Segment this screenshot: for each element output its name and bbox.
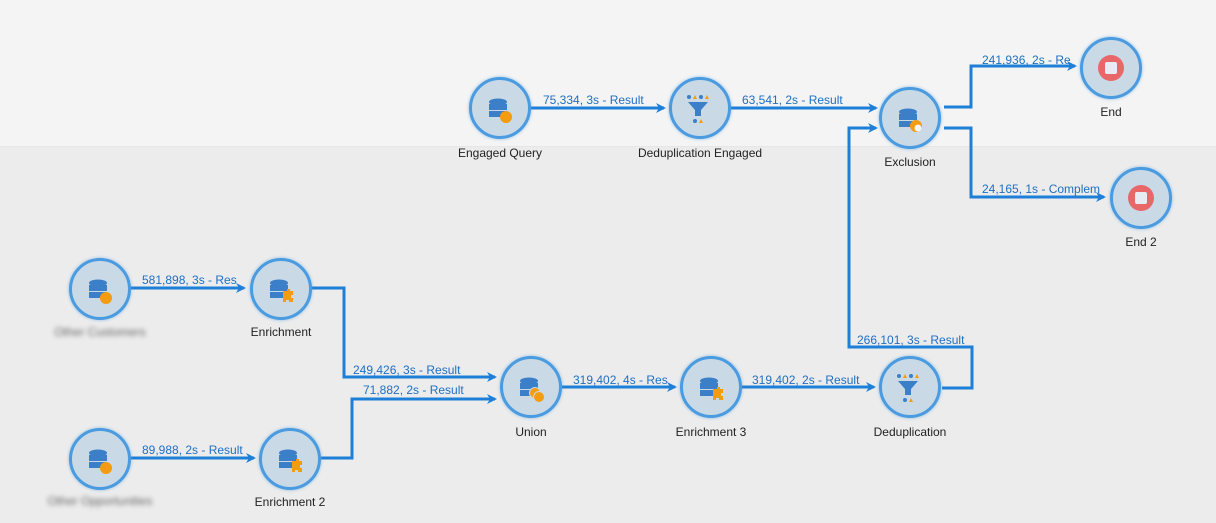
activity-label: End 2	[1125, 235, 1157, 249]
edge-label: 89,988, 2s - Result	[142, 443, 243, 457]
query-icon	[489, 98, 512, 123]
activity-end[interactable]	[1080, 37, 1142, 99]
enrichment-icon	[279, 449, 302, 472]
edge-label: 249,426, 3s - Result	[353, 363, 461, 377]
edge-label: 241,936, 2s - Re	[982, 53, 1071, 67]
edge-exclusion-to-end[interactable]	[944, 61, 1077, 109]
edge-label: 581,898, 3s - Res	[142, 273, 237, 287]
activity-label: Enrichment	[250, 325, 312, 339]
stop-icon	[1128, 185, 1154, 211]
edge-label: 63,541, 2s - Result	[742, 93, 843, 107]
activity-label: Union	[515, 425, 547, 439]
edge-enrichment2-to-union[interactable]	[321, 394, 497, 460]
workflow-canvas	[0, 147, 1216, 523]
query-icon	[89, 449, 112, 474]
edge-label: 24,165, 1s - Complem	[982, 182, 1101, 196]
activity-enrichment-2[interactable]	[259, 428, 321, 490]
enrichment-icon	[700, 377, 723, 400]
deduplication-icon	[687, 95, 709, 123]
activity-query-customers[interactable]	[69, 258, 131, 320]
edge-label: 75,334, 3s - Result	[543, 93, 644, 107]
activity-label: End	[1100, 105, 1122, 119]
activity-label: Enrichment 3	[675, 425, 747, 439]
activity-label: Other Customers	[54, 325, 146, 339]
activity-engaged-query[interactable]	[469, 77, 531, 139]
activity-deduplication[interactable]	[879, 356, 941, 418]
activity-query-opportunities[interactable]	[69, 428, 131, 490]
edge-label: 319,402, 2s - Result	[752, 373, 860, 387]
activity-deduplication-engaged[interactable]	[669, 77, 731, 139]
query-icon	[89, 279, 112, 304]
deduplication-icon	[897, 374, 919, 402]
activity-label: Exclusion	[884, 155, 936, 169]
stop-icon	[1098, 55, 1124, 81]
edge-dedup-to-exclusion[interactable]	[847, 123, 974, 390]
edge-label: 71,882, 2s - Result	[363, 383, 464, 397]
activity-exclusion[interactable]	[879, 87, 941, 149]
activity-label: Enrichment 2	[254, 495, 326, 509]
activity-label: Deduplication	[873, 425, 947, 439]
exclusion-icon	[899, 108, 922, 132]
activity-enrichment[interactable]	[250, 258, 312, 320]
edge-enrichment-to-union[interactable]	[311, 286, 497, 382]
activity-label: Other Opportunities	[47, 494, 153, 508]
edge-label: 266,101, 3s - Result	[857, 333, 965, 347]
union-icon	[520, 377, 545, 403]
edge-exclusion-to-end2[interactable]	[944, 126, 1106, 202]
activity-label: Engaged Query	[457, 146, 543, 160]
activity-union[interactable]	[500, 356, 562, 418]
activity-end-2[interactable]	[1110, 167, 1172, 229]
workflow-canvas-top-band	[0, 0, 1216, 147]
edge-label: 319,402, 4s - Res	[573, 373, 668, 387]
activity-enrichment-3[interactable]	[680, 356, 742, 418]
activity-label: Deduplication Engaged	[637, 146, 763, 160]
enrichment-icon	[270, 279, 293, 302]
